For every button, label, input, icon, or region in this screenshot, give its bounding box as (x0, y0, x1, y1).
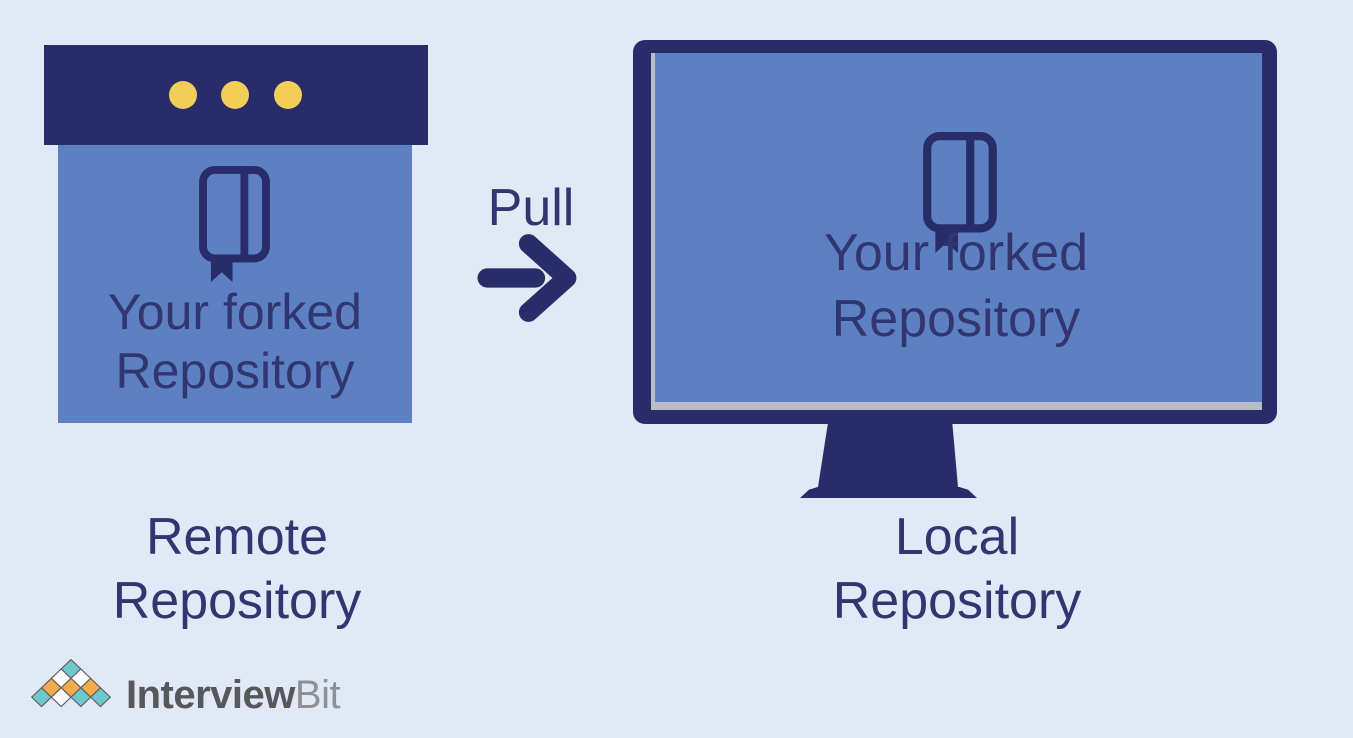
repository-book-icon (199, 165, 270, 283)
interviewbit-wordmark: InterviewBit (126, 673, 341, 717)
logo-text-bit: Bit (294, 673, 341, 717)
local-screen-label-line1: Your forked (823, 224, 1089, 282)
interviewbit-logo: InterviewBit (30, 651, 341, 715)
local-screen-label: Your forked Repository (650, 220, 1262, 352)
right-arrow-icon (477, 234, 577, 322)
remote-caption-line1: Remote (145, 508, 329, 566)
window-control-dot (169, 81, 197, 109)
local-caption-line2: Repository (832, 572, 1082, 630)
local-caption-line1: Local (894, 508, 1020, 566)
remote-window-label: Your forked Repository (58, 283, 412, 401)
remote-caption-line2: Repository (112, 572, 362, 630)
window-control-dot (221, 81, 249, 109)
monitor-base (800, 487, 977, 498)
browser-window-body (58, 145, 412, 423)
remote-repository-caption: Remote Repository (77, 505, 397, 633)
local-screen-label-line2: Repository (831, 290, 1081, 348)
remote-window-label-line2: Repository (115, 343, 355, 399)
remote-window-label-line1: Your forked (108, 284, 362, 340)
logo-text-interview: Interview (126, 673, 295, 717)
repository-book-icon (923, 132, 997, 253)
monitor-stand (818, 424, 958, 487)
pull-label: Pull (487, 179, 575, 237)
interviewbit-pyramid-icon (30, 659, 112, 708)
local-repository-caption: Local Repository (797, 505, 1117, 633)
browser-window-header (44, 45, 428, 145)
window-control-dot (274, 81, 302, 109)
